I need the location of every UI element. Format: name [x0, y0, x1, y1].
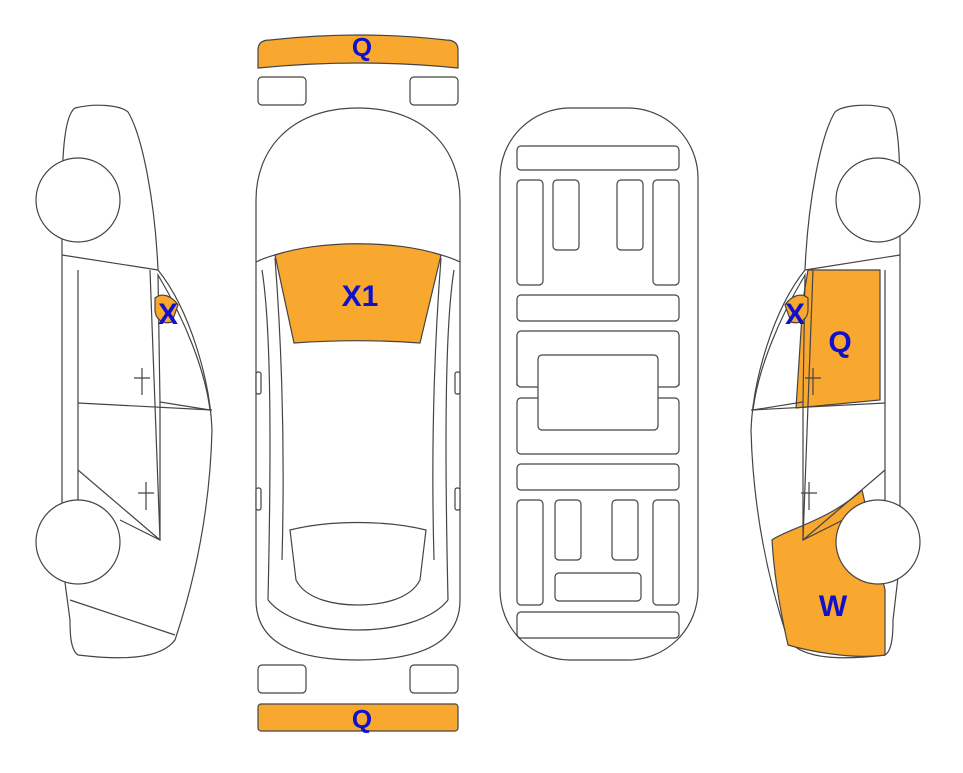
right-mirror-damaged[interactable]	[784, 294, 809, 324]
left-pillar	[149, 269, 161, 541]
left-handle-1	[134, 368, 150, 395]
underside-panel-3	[552, 179, 580, 251]
right-mirror-label: X	[785, 298, 805, 331]
left-door-line-3	[77, 469, 161, 541]
right-roof-line	[804, 254, 901, 271]
right-rear-wheel	[835, 499, 921, 585]
left-mirror-label: X	[158, 298, 178, 331]
front-bumper-label: Q	[352, 32, 372, 62]
right-handle-1	[805, 368, 821, 395]
right-handle-2	[801, 482, 817, 510]
left-rear-wheel-arch	[69, 599, 176, 636]
left-rear-wheel	[35, 499, 121, 585]
left-mirror-damaged[interactable]	[154, 294, 179, 324]
underside-view	[499, 107, 699, 661]
right-rear-quarter-label: W	[819, 590, 848, 623]
top-view-body	[255, 107, 461, 661]
front-left-headlight	[257, 76, 307, 106]
right-handle-top	[454, 487, 461, 511]
left-handle-2	[138, 482, 154, 510]
right-door-line-3	[802, 469, 886, 541]
underside-panel-13	[611, 499, 639, 561]
windshield-damaged[interactable]	[274, 243, 442, 344]
right-side-view	[750, 104, 921, 659]
rear-window	[289, 521, 427, 606]
underside-panel-15	[554, 572, 642, 602]
right-front-door-label: Q	[828, 326, 851, 359]
underside-panel-16	[516, 611, 680, 639]
left-mirror-top	[255, 371, 262, 395]
rear-bumper-damaged[interactable]	[257, 703, 459, 732]
underside-panel-10	[516, 463, 680, 491]
right-door-line-1	[750, 402, 886, 411]
underside-center-plate	[537, 354, 659, 431]
left-side-view	[35, 104, 213, 659]
underside-panel-5	[652, 179, 680, 286]
right-window-line	[432, 257, 442, 561]
front-end-view	[257, 34, 459, 106]
underside-panel-1	[516, 145, 680, 171]
left-handle-top	[255, 487, 262, 511]
right-pillar	[802, 269, 814, 541]
damage-labels: Q X1 X X Q W Q	[158, 32, 852, 734]
underside-panel-6	[516, 294, 680, 322]
right-front-wheel	[835, 157, 921, 243]
underside-panel-11	[516, 499, 544, 606]
trunk-line	[267, 599, 449, 631]
rear-end-view	[257, 664, 459, 732]
left-door-line-1	[77, 402, 213, 411]
front-bumper-damaged[interactable]	[257, 34, 459, 69]
left-a-pillar	[261, 269, 271, 601]
underside-panel-14	[652, 499, 680, 606]
rear-right-taillight	[409, 664, 459, 694]
windshield-label: X1	[342, 280, 379, 313]
rear-left-taillight	[257, 664, 307, 694]
underside-panel-2	[516, 179, 544, 286]
top-view	[255, 107, 461, 661]
left-window-line	[274, 257, 284, 561]
right-mirror-top	[454, 371, 461, 395]
underside-panel-12	[554, 499, 582, 561]
left-roof-line	[61, 254, 159, 271]
front-right-headlight	[409, 76, 459, 106]
underside-panel-4	[616, 179, 644, 251]
right-a-pillar	[445, 269, 455, 601]
rear-bumper-label: Q	[352, 704, 372, 734]
left-front-wheel	[35, 157, 121, 243]
